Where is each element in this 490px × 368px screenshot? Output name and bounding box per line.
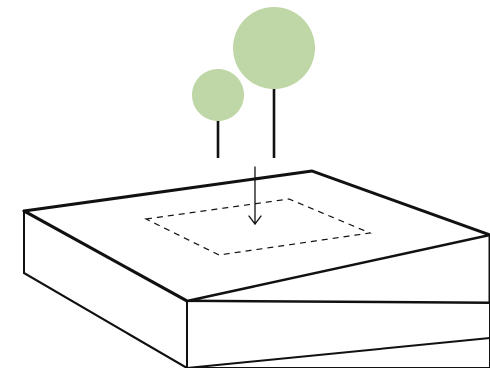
tree-small-canopy xyxy=(192,69,244,121)
tree-large-canopy xyxy=(233,7,315,89)
site-block xyxy=(24,171,490,368)
tree-large-icon xyxy=(233,7,315,158)
site-block-front-face xyxy=(187,301,490,368)
tree-small-icon xyxy=(192,69,244,158)
